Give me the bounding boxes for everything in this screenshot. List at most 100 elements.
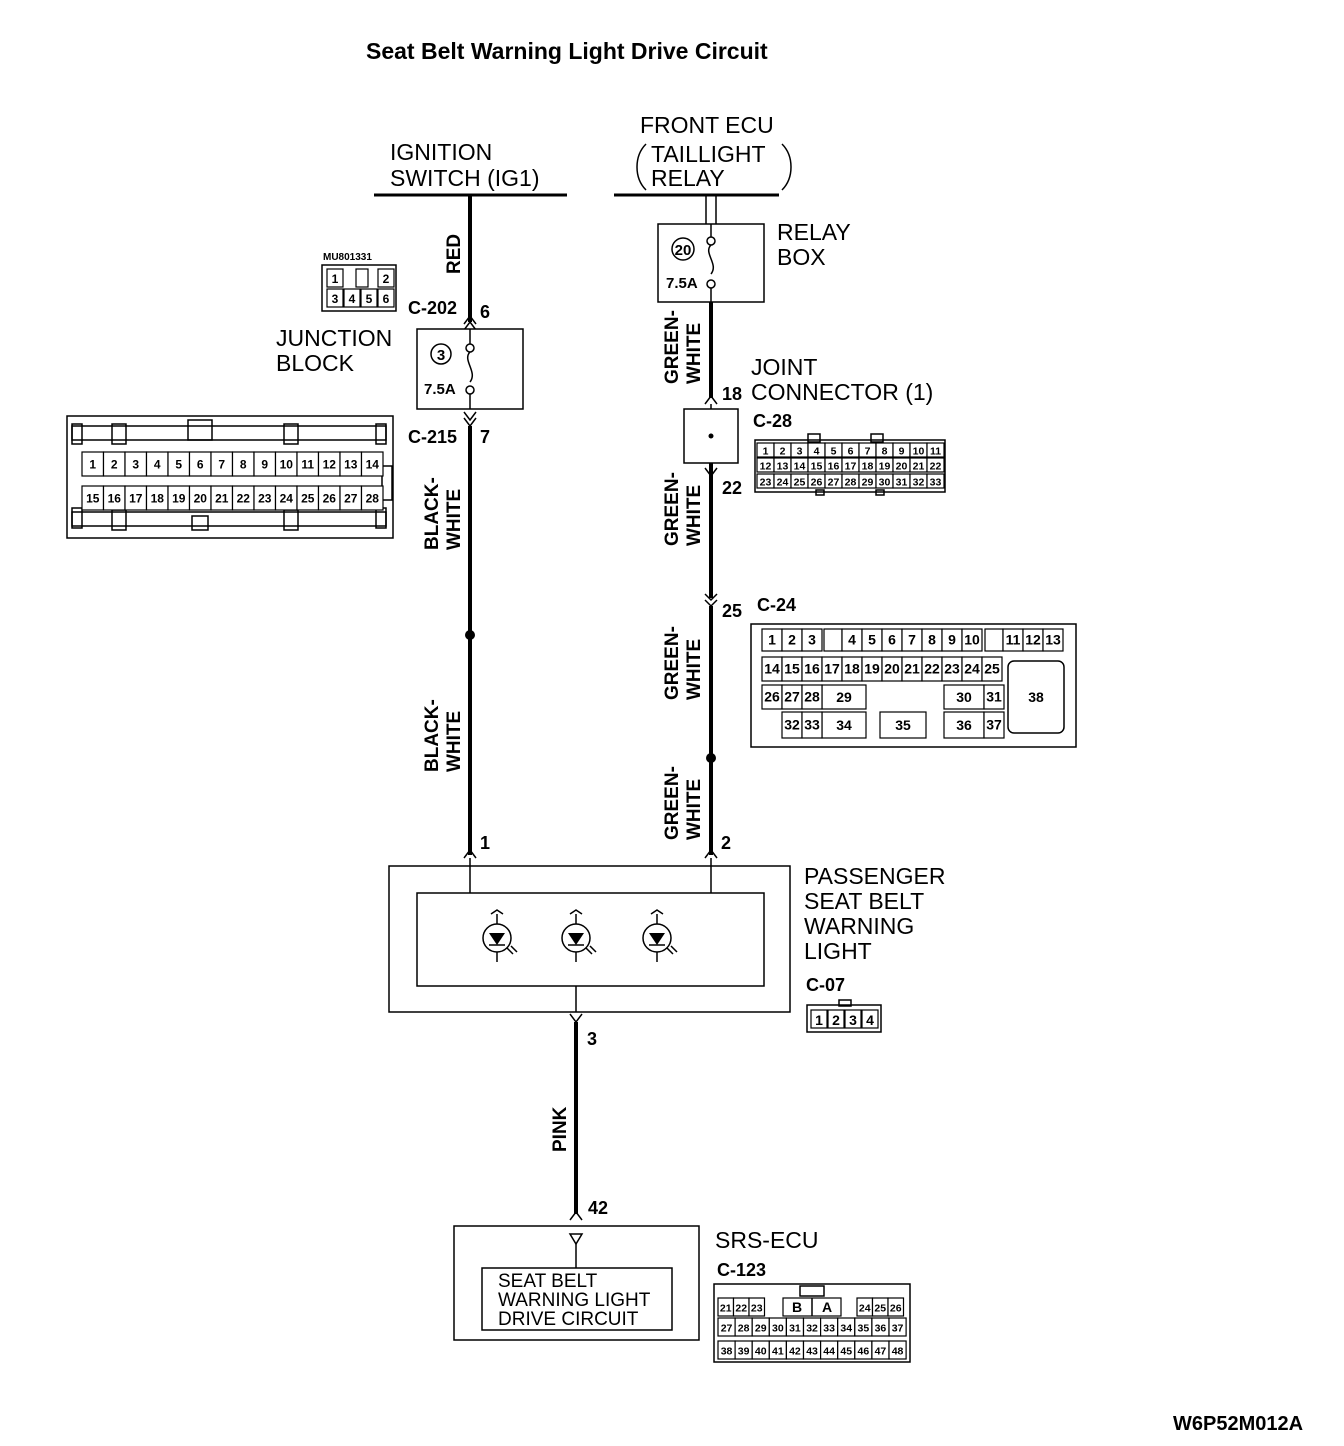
c123-pin-label: 23 — [751, 1303, 763, 1315]
c123-cell — [888, 1340, 907, 1360]
c24-cell — [801, 711, 823, 739]
wire-label-green-white-1a: GREEN- — [662, 310, 683, 384]
c24-pin-label: 37 — [986, 717, 1002, 733]
junction-big-pin-label: 25 — [301, 492, 315, 506]
wire-label-black-white-2a: BLACK- — [422, 699, 443, 772]
c28-pin-label: 26 — [811, 477, 823, 489]
c24-cell — [1042, 628, 1064, 652]
c24-pin-label: 16 — [804, 661, 820, 677]
c24-pin-label: 25 — [984, 661, 1000, 677]
connector-symbol-c07-pin1 — [463, 848, 477, 859]
passenger-light-label-1: PASSENGER — [804, 863, 945, 889]
srs-inner-line-2: WARNING LIGHT — [498, 1290, 651, 1311]
c24-pin-label: 29 — [836, 689, 852, 705]
c123-pin-label: 40 — [755, 1346, 767, 1358]
c215-label: C-215 — [408, 427, 457, 447]
c28-pin-label: 7 — [865, 446, 871, 458]
c123-key-b: B — [792, 1299, 802, 1315]
front-ecu-label-3: RELAY — [651, 165, 725, 191]
junction-big-pin-label: 27 — [344, 492, 358, 506]
c28-pin-label: 29 — [862, 477, 874, 489]
front-ecu-bracket-left — [636, 143, 647, 191]
ignition-label-2: SWITCH (IG1) — [390, 165, 540, 191]
c28-pin-label: 19 — [879, 461, 891, 473]
c24-pin-label: 31 — [986, 689, 1002, 705]
c24-cell — [983, 684, 1005, 710]
wire-label-pink: PINK — [550, 1106, 571, 1152]
c28-pin-label: 9 — [899, 446, 905, 458]
c123-pin-label: 43 — [806, 1346, 818, 1358]
wire-label-green-white-4b: WHITE — [684, 779, 705, 840]
passenger-light-label-3: WARNING — [804, 913, 914, 939]
c07-face-pin-3: 3 — [849, 1012, 857, 1028]
junction-big-pin-label: 12 — [323, 458, 337, 472]
junction-big-pin-label: 7 — [218, 458, 225, 472]
c123-pin-label: 30 — [772, 1323, 784, 1335]
c123-pin-label: 37 — [892, 1323, 904, 1335]
c24-pin-label: 15 — [784, 661, 800, 677]
junction-big-pin-label: 21 — [215, 492, 229, 506]
c24-pin-label: 11 — [1006, 632, 1021, 648]
front-ecu-label-2: TAILLIGHT — [651, 141, 766, 167]
c28-pin-label: 27 — [828, 477, 840, 489]
c24-pin-label: 23 — [944, 661, 960, 677]
c28-pin-label: 12 — [760, 461, 772, 473]
splice-point-right — [706, 753, 716, 763]
wire-label-green-white-2a: GREEN- — [662, 472, 683, 546]
c07-pin-3: 3 — [587, 1029, 597, 1049]
srs-inner-line-3: DRIVE CIRCUIT — [498, 1309, 639, 1330]
c28-pin-label: 8 — [882, 446, 888, 458]
relay-fuse-number: 20 — [675, 242, 692, 259]
relay-box-label-1: RELAY — [777, 219, 851, 245]
junction-big-pin-label: 1 — [89, 458, 96, 472]
c28-pin-label: 1 — [763, 446, 769, 458]
junction-big-pin-label: 16 — [108, 492, 122, 506]
srs-inner-line-1: SEAT BELT — [498, 1271, 598, 1292]
c28-pin-label: 23 — [760, 477, 772, 489]
led-icon — [482, 909, 518, 962]
c24-pin-label: 30 — [956, 689, 972, 705]
c24-pin-label: 32 — [784, 717, 800, 733]
c28-pin-label: 17 — [845, 461, 857, 473]
c123-pin-label: 39 — [738, 1346, 750, 1358]
c24-pin-label: 9 — [948, 632, 956, 648]
junction-big-pin-label: 24 — [280, 492, 294, 506]
ignition-label-1: IGNITION — [390, 139, 492, 165]
joint-connector-label-2: CONNECTOR (1) — [751, 379, 933, 405]
c123-pin-label: 42 — [789, 1346, 801, 1358]
junction-big-pin-label: 14 — [366, 458, 380, 472]
c28-pin-label: 3 — [797, 446, 803, 458]
c202-label: C-202 — [408, 298, 457, 318]
connector-symbol-c123 — [569, 1210, 583, 1221]
junction-block-label-1: JUNCTION — [276, 325, 392, 351]
c123-cell — [887, 1297, 905, 1317]
junction-big-pin-label: 15 — [86, 492, 100, 506]
relay-fuse-icon — [708, 244, 714, 275]
c24-pin-label: 27 — [784, 689, 800, 705]
c123-pin-label: 24 — [859, 1303, 871, 1315]
c215-pin: 7 — [480, 427, 490, 447]
relay-box-label-2: BOX — [777, 244, 826, 270]
c123-cell — [748, 1297, 766, 1317]
front-ecu-label-1: FRONT ECU — [640, 112, 774, 138]
c24-cell — [801, 628, 823, 652]
c123-pin-label: 36 — [875, 1323, 887, 1335]
srs-inner-box — [481, 1267, 673, 1331]
c123-cell — [888, 1317, 907, 1337]
junction-big-connector — [66, 415, 394, 539]
c28-cell — [926, 442, 945, 458]
c28-pin-label: 30 — [879, 477, 891, 489]
c123-pin-label: 26 — [890, 1303, 902, 1315]
c123-pin-label: 25 — [874, 1303, 886, 1315]
junction-big-pin-label: 11 — [301, 458, 314, 472]
junction-big-pin-label: 20 — [194, 492, 208, 506]
junction-big-pin-label: 10 — [280, 458, 294, 472]
c24-pin-label: 24 — [964, 661, 980, 677]
c28-pin-label: 22 — [930, 461, 942, 473]
c24-pin-label: 4 — [848, 632, 856, 648]
c24-pin-label: 26 — [764, 689, 780, 705]
c123-pin-label: 28 — [738, 1323, 750, 1335]
c28-cell — [926, 457, 945, 473]
